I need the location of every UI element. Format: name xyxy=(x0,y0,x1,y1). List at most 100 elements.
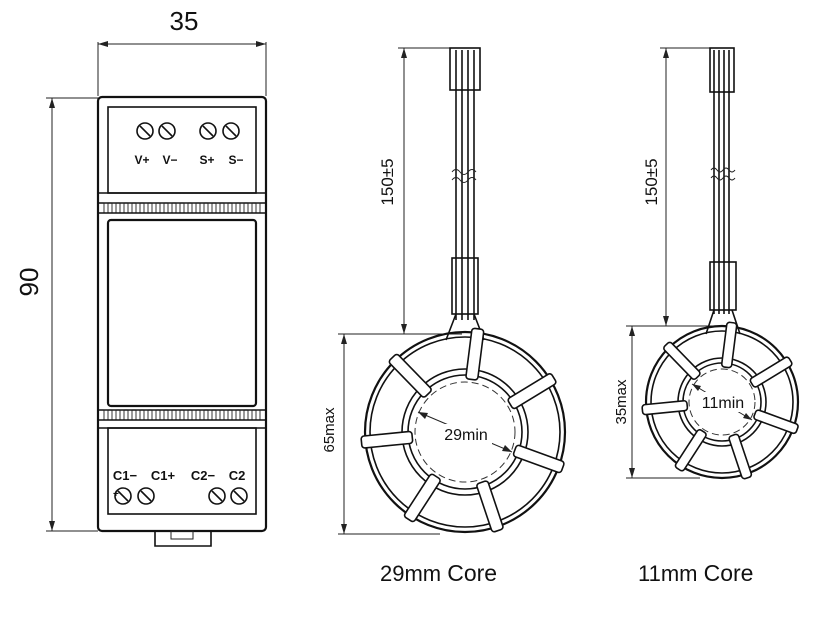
ct-small-height-dimension: 35max xyxy=(613,325,700,479)
ct-large-caption-word: Core xyxy=(447,560,498,586)
vent-rib xyxy=(247,202,253,214)
bottom-terminal-screws xyxy=(114,487,248,505)
vent-rib xyxy=(143,202,149,214)
ct-small-lead-dimension: 150±5 xyxy=(642,47,724,327)
vent-rib xyxy=(231,409,237,421)
vent-rib xyxy=(191,202,197,214)
winding-band xyxy=(512,444,565,474)
display-window xyxy=(106,218,258,408)
vent-rib xyxy=(111,409,117,421)
vent-rib xyxy=(207,409,213,421)
terminal-label-vminus: V− xyxy=(162,153,177,167)
screw-icon xyxy=(208,487,226,505)
winding-band xyxy=(749,356,793,388)
vent-rib xyxy=(127,409,133,421)
vent-rib xyxy=(159,202,165,214)
winding-band xyxy=(360,430,414,449)
winding-band xyxy=(465,327,485,381)
meter-width-dimension: 35 xyxy=(97,6,267,96)
vent-rib xyxy=(183,409,189,421)
ct-large-lead-dimension: 150±5 xyxy=(378,47,462,335)
meter-width-label: 35 xyxy=(170,6,199,36)
ct-small-height-label: 35max xyxy=(613,379,630,425)
vent-rib xyxy=(135,409,141,421)
terminal-label-c1minus: C1− xyxy=(113,468,138,483)
terminal-label-sminus: S− xyxy=(228,153,243,167)
winding-band xyxy=(476,480,504,533)
ct-large-caption-size: 29mm xyxy=(380,561,442,586)
vent-rib xyxy=(191,409,197,421)
top-vent-ribs xyxy=(103,202,261,214)
terminal-label-c1plus: C1+ xyxy=(151,468,176,483)
ct-large-inner-label: 29min xyxy=(444,427,488,444)
bottom-terminal-labels: C1− C1+ C2− C2 xyxy=(113,468,245,483)
vent-rib xyxy=(151,409,157,421)
vent-rib xyxy=(103,409,109,421)
screw-icon xyxy=(222,122,240,140)
ct-large-lead-wires xyxy=(445,47,485,341)
vent-rib xyxy=(159,409,165,421)
vent-rib xyxy=(167,409,173,421)
winding-band xyxy=(403,473,441,523)
vent-rib xyxy=(167,202,173,214)
terminal-label-vplus: V+ xyxy=(134,153,149,167)
vent-rib xyxy=(119,202,125,214)
top-terminal-labels: V+ V− S+ S− xyxy=(134,153,243,167)
vent-rib xyxy=(111,202,117,214)
vent-rib xyxy=(119,409,125,421)
vent-rib xyxy=(231,202,237,214)
vent-rib xyxy=(255,409,261,421)
vent-rib xyxy=(199,202,205,214)
ct-small-lead-wires xyxy=(705,47,741,335)
screw-icon xyxy=(230,487,248,505)
ct-small-caption: 11mm Core xyxy=(638,560,753,587)
ct-large-caption: 29mm Core xyxy=(380,560,497,587)
winding-band xyxy=(728,433,753,480)
meter-module: 35 90 xyxy=(14,6,268,547)
winding-band xyxy=(720,321,738,369)
terminal-label-c2: C2 xyxy=(229,468,246,483)
vent-rib xyxy=(183,202,189,214)
ct-large-height-label: 65max xyxy=(321,407,338,453)
ct-small-windings xyxy=(641,321,799,480)
winding-band xyxy=(674,429,707,472)
vent-rib xyxy=(215,202,221,214)
terminal-label-splus: S+ xyxy=(199,153,214,167)
meter-height-dimension: 90 xyxy=(14,97,98,532)
vent-rib xyxy=(207,202,213,214)
bottom-vent-ribs xyxy=(103,409,261,421)
vent-rib xyxy=(135,202,141,214)
terminal-label-c2minus: C2− xyxy=(191,468,216,483)
screw-icon xyxy=(136,122,154,140)
polarity-mark: + xyxy=(113,489,119,500)
vent-rib xyxy=(247,409,253,421)
vent-rib xyxy=(199,409,205,421)
vent-rib xyxy=(151,202,157,214)
screw-icon xyxy=(114,487,132,505)
vent-rib xyxy=(223,409,229,421)
vent-rib xyxy=(239,409,245,421)
vent-rib xyxy=(223,202,229,214)
winding-band xyxy=(388,353,432,398)
vent-rib xyxy=(143,409,149,421)
screw-icon xyxy=(158,122,176,140)
vent-rib xyxy=(255,202,261,214)
vent-rib xyxy=(239,202,245,214)
winding-band xyxy=(663,341,701,380)
screw-icon xyxy=(199,122,217,140)
vent-rib xyxy=(127,202,133,214)
ct-small-caption-size: 11mm xyxy=(638,561,698,586)
ct-small-caption-word: Core xyxy=(703,560,754,586)
ct-small: 150±5 35max 11min xyxy=(613,47,800,480)
screw-icon xyxy=(137,487,155,505)
ct-small-inner-label: 11min xyxy=(702,395,744,412)
din-clip xyxy=(154,531,212,547)
ct-large-windings xyxy=(360,327,565,533)
meter-height-label: 90 xyxy=(14,268,44,297)
vent-rib xyxy=(175,202,181,214)
ct-small-lead-label: 150±5 xyxy=(642,158,661,205)
ct-large-height-dimension: 65max xyxy=(321,333,440,535)
top-terminal-screws xyxy=(136,122,240,140)
ct-large: 150±5 65max xyxy=(321,47,567,535)
